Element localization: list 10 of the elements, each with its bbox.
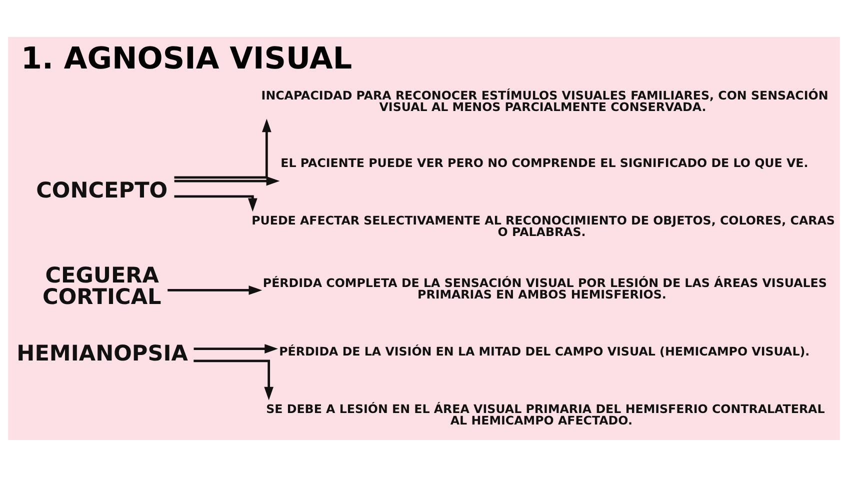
diagram-title: 1. AGNOSIA VISUAL: [21, 42, 352, 77]
node-text: PÉRDIDA COMPLETA DE LA SENSACIÓN VISUAL POR LESIÓN DE LAS ÁREAS VISUALES PRIMARIAS EN AMBOS HEMISFERIOS.: [262, 276, 827, 302]
node-text: SE DEBE A LESIÓN EN EL ÁREA VISUAL PRIMARIA DEL HEMISFERIO CONTRALATERAL AL HEMICAMPO AFECTADO.: [266, 402, 825, 428]
node-text: PUEDE AFECTAR SELECTIVAMENTE AL RECONOCIMIENTO DE OBJETOS, COLORES, CARAS O PALABRAS.: [252, 213, 835, 240]
node-text: CEGUERA CORTICAL: [42, 264, 162, 310]
node-text: INCAPACIDAD PARA RECONOCER ESTÍMULOS VISUALES FAMILIARES, CON SENSACIÓN VISUAL AL MENOS PARCIALMENTE CONSERVADA.: [261, 88, 828, 114]
node-text: EL PACIENTE PUEDE VER PERO NO COMPRENDE EL SIGNIFICADO DE LO QUE VE.: [280, 156, 808, 170]
node-text: HEMIANOPSIA: [16, 341, 188, 366]
node-text: CONCEPTO: [36, 178, 168, 204]
node-text: PÉRDIDA DE LA VISIÓN EN LA MITAD DEL CAMPO VISUAL (HEMICAMPO VISUAL).: [279, 344, 810, 359]
